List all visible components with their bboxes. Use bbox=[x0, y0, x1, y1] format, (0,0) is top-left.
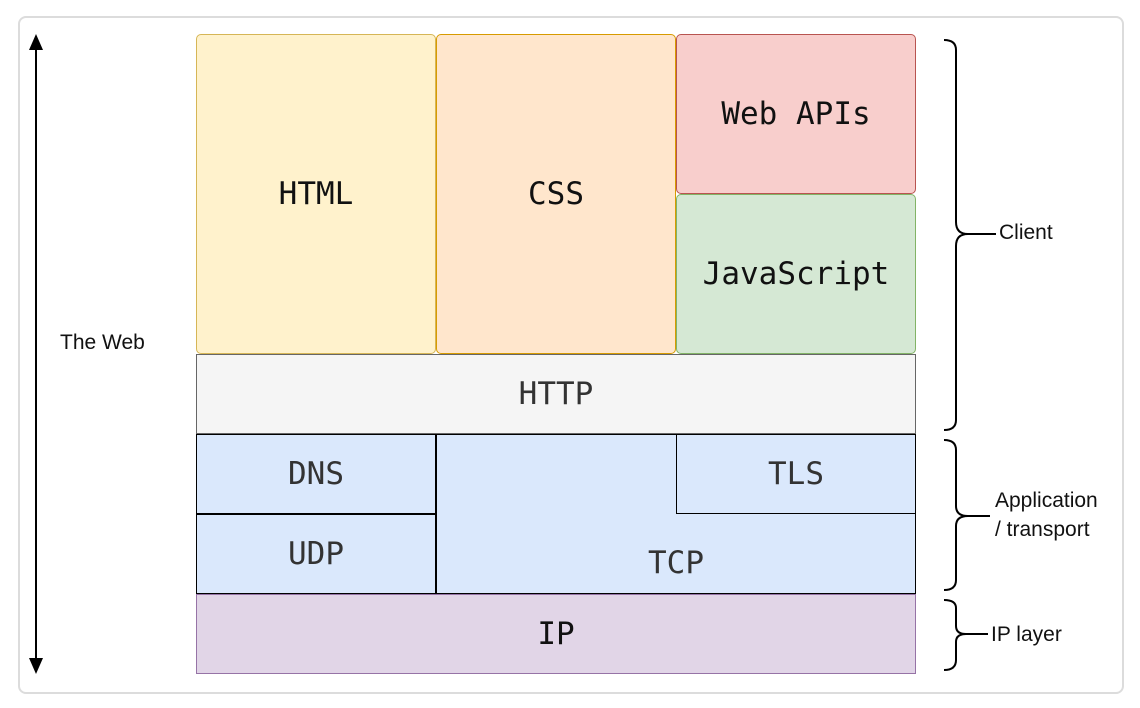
http-layer: HTTP bbox=[196, 354, 916, 434]
http-label: HTTP bbox=[518, 376, 594, 412]
tcp-label: TCP bbox=[648, 545, 704, 581]
css-label: CSS bbox=[528, 176, 584, 212]
client-bracket bbox=[943, 39, 996, 431]
tls-label: TLS bbox=[768, 456, 824, 492]
client-label: Client bbox=[999, 221, 1053, 244]
web-apis-layer: Web APIs bbox=[676, 34, 916, 194]
html-layer: HTML bbox=[196, 34, 436, 354]
the-web-arrow bbox=[29, 34, 43, 674]
application-label-line2: / transport bbox=[995, 518, 1090, 542]
css-layer: CSS bbox=[436, 34, 676, 354]
dns-layer: DNS bbox=[196, 434, 436, 514]
application-transport-bracket bbox=[943, 439, 990, 591]
udp-layer: UDP bbox=[196, 514, 436, 594]
tls-layer: TLS bbox=[676, 434, 916, 514]
ip-layer: IP bbox=[196, 594, 916, 674]
ip-layer-label: IP layer bbox=[991, 623, 1062, 646]
udp-label: UDP bbox=[288, 536, 344, 572]
the-web-label: The Web bbox=[60, 331, 145, 354]
ip-label: IP bbox=[537, 616, 575, 652]
application-label-line1: Application bbox=[995, 489, 1098, 512]
dns-label: DNS bbox=[288, 456, 344, 492]
html-label: HTML bbox=[278, 176, 354, 212]
application-transport-label: Application / transport bbox=[995, 486, 1098, 545]
ip-layer-bracket bbox=[943, 599, 988, 671]
web-apis-label: Web APIs bbox=[721, 96, 871, 132]
javascript-label: JavaScript bbox=[702, 256, 890, 292]
javascript-layer: JavaScript bbox=[676, 194, 916, 354]
